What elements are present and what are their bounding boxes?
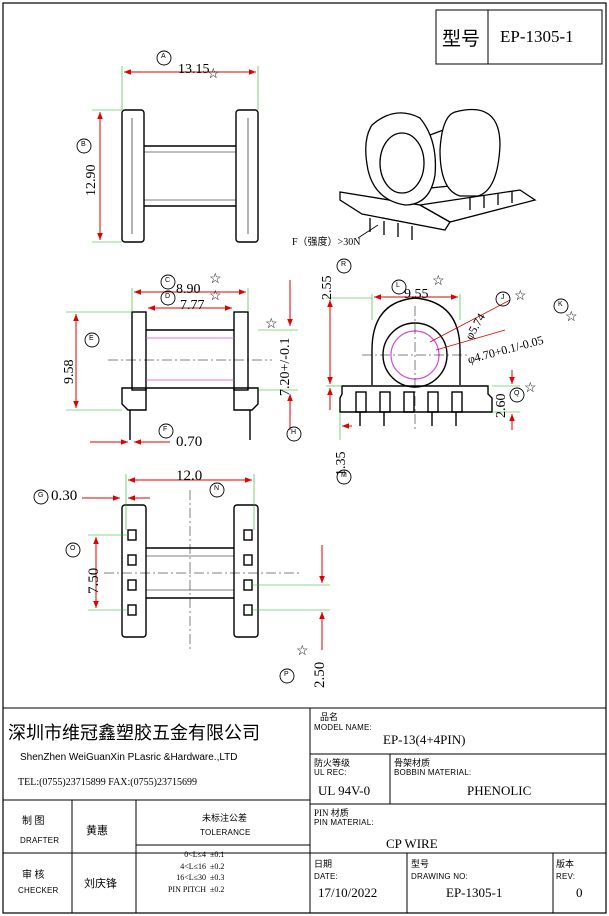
dim-2-55: 2.55 bbox=[320, 275, 335, 301]
dim-7-77: 7.77 bbox=[180, 298, 205, 313]
balloon-a: A bbox=[161, 53, 166, 60]
star-icon: ☆ bbox=[565, 310, 578, 325]
header-model-label: 型号 bbox=[442, 29, 481, 50]
dim-8-90: 8.90 bbox=[176, 282, 201, 297]
tolerance-label-en: TOLERANCE bbox=[200, 828, 251, 837]
star-icon: ☆ bbox=[524, 381, 537, 396]
balloon-g: G bbox=[38, 492, 44, 499]
iso-view bbox=[339, 108, 537, 240]
balloon-o: O bbox=[70, 545, 76, 552]
checker-label-cn: 审 核 bbox=[22, 870, 45, 881]
drawing-no-label-cn: 型号 bbox=[411, 859, 430, 869]
header-model-value: EP-1305-1 bbox=[500, 27, 574, 46]
dim-0-70: 0.70 bbox=[176, 434, 203, 450]
balloon-q: Q bbox=[514, 390, 520, 397]
star-icon: ☆ bbox=[432, 274, 445, 289]
balloon-m: M bbox=[341, 472, 347, 479]
date-label-en: DATE: bbox=[314, 872, 338, 881]
pin-material-cn: PIN 材质 bbox=[314, 808, 349, 818]
dim-9-58: 9.58 bbox=[62, 359, 77, 385]
company-name-en: ShenZhen WeiGuanXin PLasric &Hardware.,L… bbox=[20, 752, 238, 763]
tolerance-row: 0<L≤4 ±0.1 bbox=[184, 850, 225, 859]
front-view bbox=[121, 109, 259, 243]
fire-rating-value: UL 94V-0 bbox=[318, 783, 371, 798]
rev-label-cn: 版本 bbox=[556, 859, 575, 869]
dim-1-35: 1.35 bbox=[334, 451, 349, 477]
star-icon: ☆ bbox=[265, 317, 278, 332]
dim-9-55: 9.55 bbox=[404, 287, 429, 302]
balloon-d: D bbox=[165, 293, 171, 300]
star-icon: ☆ bbox=[514, 289, 527, 304]
dim-2-60: 2.60 bbox=[494, 393, 509, 419]
balloon-r: R bbox=[341, 261, 347, 268]
drafter-label-cn: 制 图 bbox=[22, 816, 45, 827]
balloon-l: L bbox=[396, 282, 400, 289]
dim-7-50: 7.50 bbox=[86, 567, 102, 594]
tolerance-table: 0<L≤4 ±0.1 4<L≤16 ±0.2 16<L≤30 ±0.3 PIN … bbox=[160, 849, 224, 895]
dim-12-90: 12.90 bbox=[84, 164, 99, 197]
drawing-no-label-en: DRAWING NO: bbox=[411, 872, 469, 881]
star-icon: ☆ bbox=[209, 289, 222, 304]
tolerance-row: 16<L≤30 ±0.3 bbox=[176, 873, 225, 882]
rev-value: 0 bbox=[576, 885, 583, 900]
star-icon: ☆ bbox=[209, 272, 222, 287]
fire-rating-en: UL REC: bbox=[314, 768, 347, 777]
dim-7-20: 7.20+/-0.1 bbox=[278, 337, 293, 396]
pin-material-en: PIN MATERIAL: bbox=[314, 818, 374, 827]
balloon-j: J bbox=[501, 294, 505, 301]
side-view bbox=[121, 311, 259, 440]
star-icon: ☆ bbox=[296, 644, 309, 659]
drafter-value: 黄惠 bbox=[86, 825, 108, 837]
bobbin-material-cn: 骨架材质 bbox=[394, 758, 431, 768]
bobbin-material-en: BOBBIN MATERIAL: bbox=[394, 768, 472, 777]
checker-label-en: CHECKER bbox=[18, 886, 59, 895]
balloon-f: F bbox=[163, 426, 168, 433]
title-block-grid bbox=[3, 707, 606, 913]
tolerance-row: PIN PITCH ±0.2 bbox=[167, 884, 225, 894]
balloon-e: E bbox=[89, 335, 94, 342]
model-name-cn: 品名 bbox=[320, 712, 339, 722]
checker-value: 刘庆锋 bbox=[84, 878, 117, 890]
dim-2-50: 2.50 bbox=[312, 661, 328, 688]
company-name-cn: 深圳市维冠鑫塑胶五金有限公司 bbox=[8, 723, 260, 743]
company-contact: TEL:(0755)23715899 FAX:(0755)23715699 bbox=[18, 777, 197, 788]
dim-12-0: 12.0 bbox=[176, 468, 203, 484]
fire-rating-cn: 防火等级 bbox=[314, 758, 351, 768]
balloon-n: N bbox=[214, 485, 220, 492]
balloon-b: B bbox=[81, 141, 86, 148]
header-box bbox=[435, 9, 603, 65]
drawing-no-value: EP-1305-1 bbox=[446, 885, 503, 900]
balloon-h: H bbox=[291, 429, 297, 436]
tolerance-row: 4<L≤16 ±0.2 bbox=[180, 861, 225, 871]
balloon-k: K bbox=[558, 301, 563, 308]
tolerance-label-cn: 未标注公差 bbox=[202, 813, 248, 823]
rev-label-en: REV: bbox=[556, 872, 576, 881]
model-name-value: EP-13(4+4PIN) bbox=[383, 732, 466, 747]
bobbin-material-value: PHENOLIC bbox=[467, 783, 532, 798]
balloon-c: C bbox=[165, 277, 171, 284]
dim-13-15: 13.15 bbox=[178, 62, 210, 77]
date-label-cn: 日期 bbox=[314, 859, 333, 869]
iso-force-note: F（强度）>30N bbox=[292, 237, 361, 248]
date-value: 17/10/2022 bbox=[318, 885, 378, 900]
dim-0-30: 0.30 bbox=[51, 488, 78, 504]
star-icon: ☆ bbox=[207, 67, 220, 82]
balloon-p: P bbox=[284, 671, 289, 678]
drafter-label-en: DRAFTER bbox=[20, 836, 60, 845]
pin-material-value: CP WIRE bbox=[386, 836, 438, 851]
model-name-en: MODEL NAME: bbox=[314, 723, 372, 732]
